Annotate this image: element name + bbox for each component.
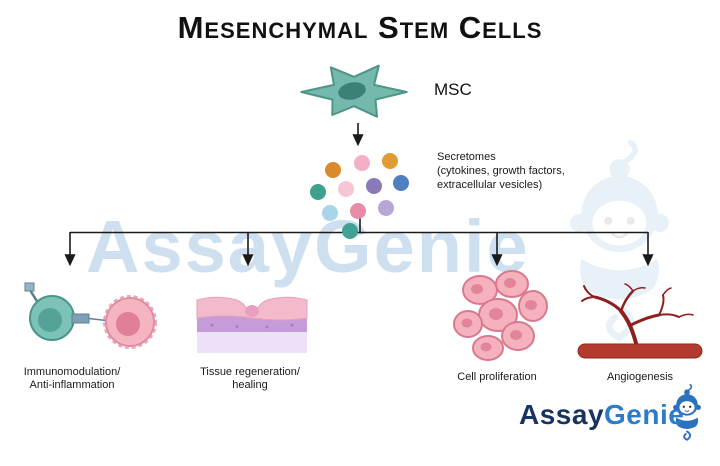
immune-cell-teal-nucleus bbox=[38, 308, 62, 332]
secretome-dot bbox=[378, 200, 394, 216]
tissue-cell-dot bbox=[290, 323, 294, 327]
tissue-layer-top bbox=[196, 296, 308, 321]
label-line: Cell proliferation bbox=[457, 371, 537, 383]
label-immunomodulation: Immunomodulation/ Anti-inflammation bbox=[7, 366, 137, 392]
secretome-dot bbox=[322, 205, 338, 221]
tissue-cell-dot bbox=[265, 325, 269, 329]
msc-label: MSC bbox=[434, 80, 472, 99]
secretome-dot bbox=[350, 203, 366, 219]
secretome-cluster bbox=[310, 153, 409, 239]
secretomes-label-line: Secretomes bbox=[437, 151, 496, 163]
label-line: Anti-inflammation bbox=[29, 379, 115, 391]
secretome-dot bbox=[382, 153, 398, 169]
secretomes-label-line: (cytokines, growth factors, bbox=[437, 165, 565, 177]
tissue-cell-dot bbox=[235, 325, 239, 328]
receptor-link bbox=[88, 317, 107, 322]
receptor-stick bbox=[28, 289, 40, 304]
secretomes-label-line: extracellular vesicles) bbox=[437, 179, 543, 191]
label-cell-proliferation: Cell proliferation bbox=[437, 371, 557, 384]
diagram-title: Mesenchymal Stem Cells bbox=[177, 10, 543, 45]
immunomodulation-icon bbox=[24, 282, 157, 349]
immune-cell-pink-nucleus bbox=[116, 312, 140, 336]
brand-logo: AssayGenie bbox=[519, 399, 684, 431]
angiogenesis-icon bbox=[577, 283, 703, 359]
label-tissue-regeneration: Tissue regeneration/ healing bbox=[185, 366, 315, 392]
secretomes-label: Secretomes (cytokines, growth factors, e… bbox=[437, 150, 565, 192]
secretome-dot bbox=[342, 223, 358, 239]
label-line: Angiogenesis bbox=[606, 371, 674, 383]
secretome-dot bbox=[354, 155, 370, 171]
brand-name-part1: Assay bbox=[519, 399, 605, 430]
wound-plug bbox=[245, 305, 259, 317]
secretome-dot bbox=[338, 181, 354, 197]
proliferating-cell-nuclei bbox=[461, 278, 537, 352]
receptor-cap bbox=[24, 282, 35, 292]
tissue-regeneration-icon bbox=[196, 296, 308, 353]
msc-cell-nucleus bbox=[338, 82, 366, 100]
brand-name-part2: Genie bbox=[604, 399, 685, 430]
label-line: healing bbox=[232, 379, 268, 391]
flow-arrows bbox=[64, 123, 654, 267]
secretome-dot bbox=[325, 162, 341, 178]
msc-cell-illustration bbox=[300, 64, 408, 118]
label-line: Immunomodulation/ bbox=[23, 366, 121, 378]
cell-proliferation-icon bbox=[453, 270, 548, 361]
vessel-branches bbox=[581, 283, 694, 349]
label-angiogenesis: Angiogenesis bbox=[585, 371, 695, 384]
receptor-bridge bbox=[71, 313, 90, 324]
blood-vessel-bar bbox=[577, 343, 703, 359]
secretome-dot bbox=[366, 178, 382, 194]
label-line: Tissue regeneration/ bbox=[200, 366, 300, 378]
immune-cell-pink-fuzz bbox=[103, 295, 157, 349]
secretome-dot bbox=[310, 184, 326, 200]
secretome-dot bbox=[393, 175, 409, 191]
tissue-layer-bottom bbox=[197, 332, 307, 353]
watermark-text: AssayGenie bbox=[86, 205, 530, 288]
tissue-cell-dot bbox=[210, 323, 214, 327]
